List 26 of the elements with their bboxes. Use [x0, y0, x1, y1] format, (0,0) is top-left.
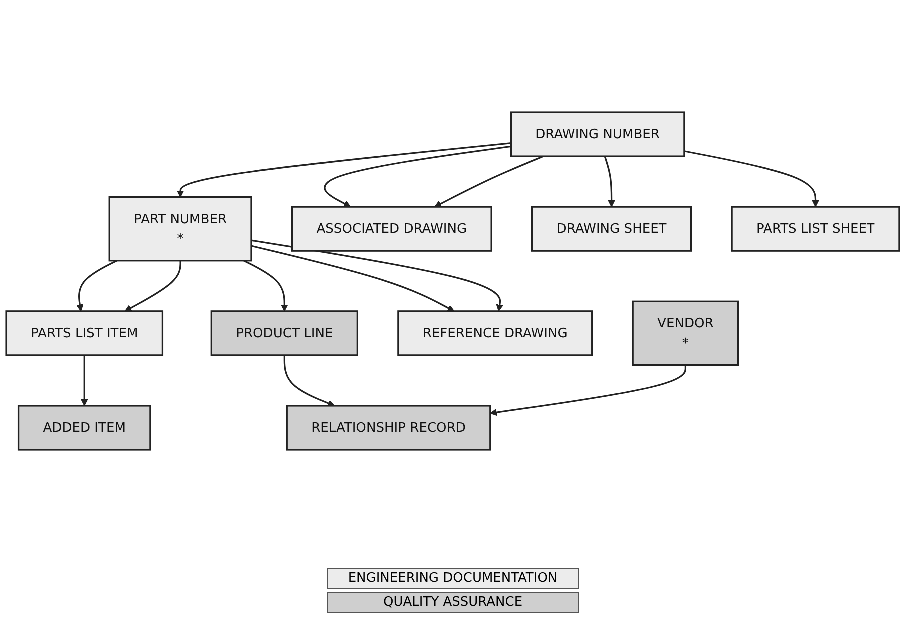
node-box: PRODUCT LINE [210, 310, 358, 356]
node-box: ADDED ITEM [18, 404, 152, 451]
arrow [490, 364, 687, 416]
arrow [76, 260, 118, 312]
node-box: ASSOCIATED DRAWING [291, 206, 492, 252]
arrow [81, 355, 88, 406]
node-box: VENDOR * [632, 300, 740, 366]
arrow [434, 156, 544, 208]
arrow [604, 156, 616, 208]
arrow [324, 146, 512, 208]
legend-entry: QUALITY ASSURANCE [327, 592, 579, 613]
arrow [284, 355, 336, 407]
arrow [124, 260, 182, 312]
arrow [244, 260, 288, 312]
arrow [684, 150, 820, 208]
legend-entry: ENGINEERING DOCUMENTATION [327, 568, 579, 589]
node-box: PARTS LIST SHEET [731, 206, 900, 252]
arrow [176, 142, 512, 198]
node-box: RELATIONSHIP RECORD [286, 404, 492, 451]
arrow [251, 245, 455, 312]
node-box: DRAWING SHEET [532, 206, 692, 252]
node-box: PART NUMBER * [108, 196, 252, 262]
node-box: DRAWING NUMBER [510, 111, 686, 158]
arrow [251, 239, 504, 312]
node-box: PARTS LIST ITEM [6, 310, 164, 356]
node-box: REFERENCE DRAWING [398, 310, 594, 356]
